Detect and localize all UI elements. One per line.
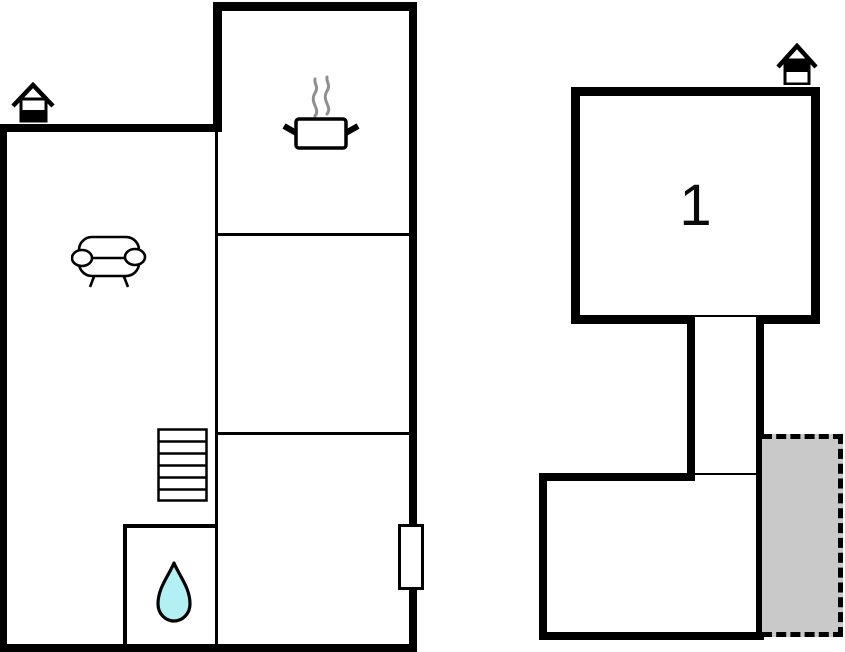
room-1-label: 1 [679, 173, 712, 238]
wall-lowerroom-bottom [539, 632, 764, 640]
wall-corridor-opening-bottom [695, 473, 756, 475]
window-marker [398, 524, 424, 590]
room-corridor [695, 317, 756, 473]
water-drop-icon [155, 560, 193, 624]
wall-ground-right [409, 2, 417, 652]
chimney-icon [776, 41, 818, 86]
water-drop-shape [156, 561, 192, 623]
wall-west-top [0, 124, 222, 132]
room-middle [218, 236, 409, 432]
wall-room1-bottom-left [571, 315, 689, 324]
wall-corridor-right [756, 315, 764, 640]
room-lower-right [547, 481, 756, 632]
sofa-icon [70, 234, 147, 289]
wall-lowerroom-left [539, 473, 547, 640]
wall-lowerroom-top [539, 473, 695, 481]
wall-middle-divider [218, 432, 409, 435]
wall-bathroom-left [123, 524, 127, 644]
wall-ground-bottom [0, 644, 417, 652]
wall-corridor-left [687, 315, 695, 475]
wall-room1-bottom-right [757, 315, 820, 324]
wall-room1-right [811, 87, 820, 324]
wall-interior-vertical [215, 131, 218, 644]
wall-kitchen-divider [218, 233, 409, 236]
wall-kitchen-left [213, 2, 222, 131]
terrace-area [762, 434, 843, 637]
room-lower [218, 435, 409, 644]
chimney-icon [11, 81, 55, 124]
steam-line [323, 75, 331, 116]
wall-room1-left [571, 87, 580, 324]
wall-bathroom-top [123, 524, 218, 528]
wall-kitchen-top [213, 2, 417, 11]
wall-room1-top [571, 87, 820, 96]
steam-line [311, 77, 319, 118]
wall-west-left [0, 124, 7, 652]
stove-pot-icon [281, 72, 361, 152]
stairs-icon [157, 428, 208, 502]
wall-corridor-opening-top [689, 315, 757, 317]
